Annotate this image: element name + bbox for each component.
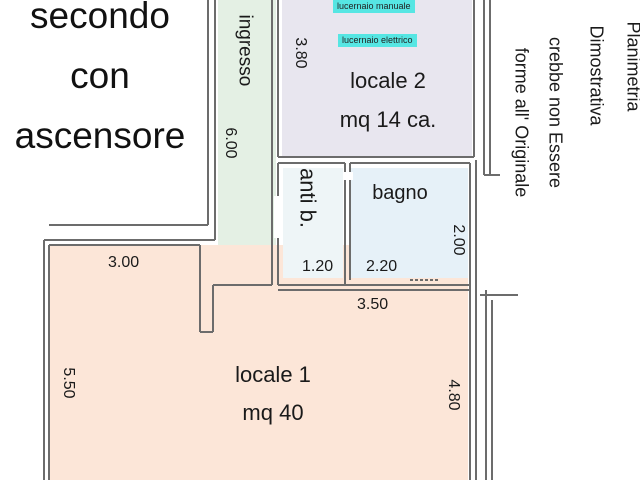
bagno-fill bbox=[350, 168, 468, 278]
disclaimer-line-3: crebbe non Essere bbox=[545, 36, 566, 189]
locale-1-left-height: 5.50 bbox=[60, 367, 77, 399]
disclaimer-line-1: Planimetria bbox=[623, 21, 640, 112]
skylight-electric-label: lucernaio elettrico bbox=[338, 34, 417, 47]
antibagno-fill bbox=[283, 168, 343, 278]
disclaimer-line-2: Dimostrativa bbox=[586, 25, 607, 126]
locale-1-opening-width: 3.50 bbox=[357, 296, 389, 313]
bagno-height: 2.00 bbox=[450, 224, 467, 256]
disclaimer-line-4: forme all' Originale bbox=[511, 47, 532, 198]
locale-1-name: locale 1 bbox=[235, 362, 311, 387]
bagno-door-gap bbox=[343, 172, 353, 180]
antibagno-dimension: 1.20 bbox=[302, 258, 334, 275]
bagno-width: 2.20 bbox=[366, 258, 398, 275]
corridor-label: ingresso bbox=[234, 14, 256, 87]
antibagno-door-gap bbox=[274, 196, 282, 238]
locale-1-area: mq 40 bbox=[242, 400, 304, 425]
locale-2-area: mq 14 ca. bbox=[339, 107, 437, 132]
floor-label: secondo con ascensore bbox=[0, 0, 200, 166]
floor-label-line-2: con bbox=[70, 55, 130, 96]
locale-1-top-width: 3.00 bbox=[108, 254, 140, 271]
skylight-manual-label: lucernaio manuale bbox=[333, 0, 415, 13]
locale-2-fill bbox=[282, 0, 472, 157]
locale-2-dimension: 3.80 bbox=[292, 37, 309, 69]
floor-label-line-3: ascensore bbox=[14, 115, 186, 156]
locale-1-right-height: 4.80 bbox=[445, 379, 462, 411]
walls bbox=[43, 0, 518, 480]
locale-2-name: locale 2 bbox=[350, 68, 426, 93]
corridor-fill bbox=[218, 0, 276, 285]
antibagno-name: anti b. bbox=[295, 168, 321, 228]
corridor-dimension: 6.00 bbox=[222, 127, 239, 159]
floor-label-line-1: secondo bbox=[30, 0, 170, 36]
bagno-name: bagno bbox=[372, 182, 428, 204]
